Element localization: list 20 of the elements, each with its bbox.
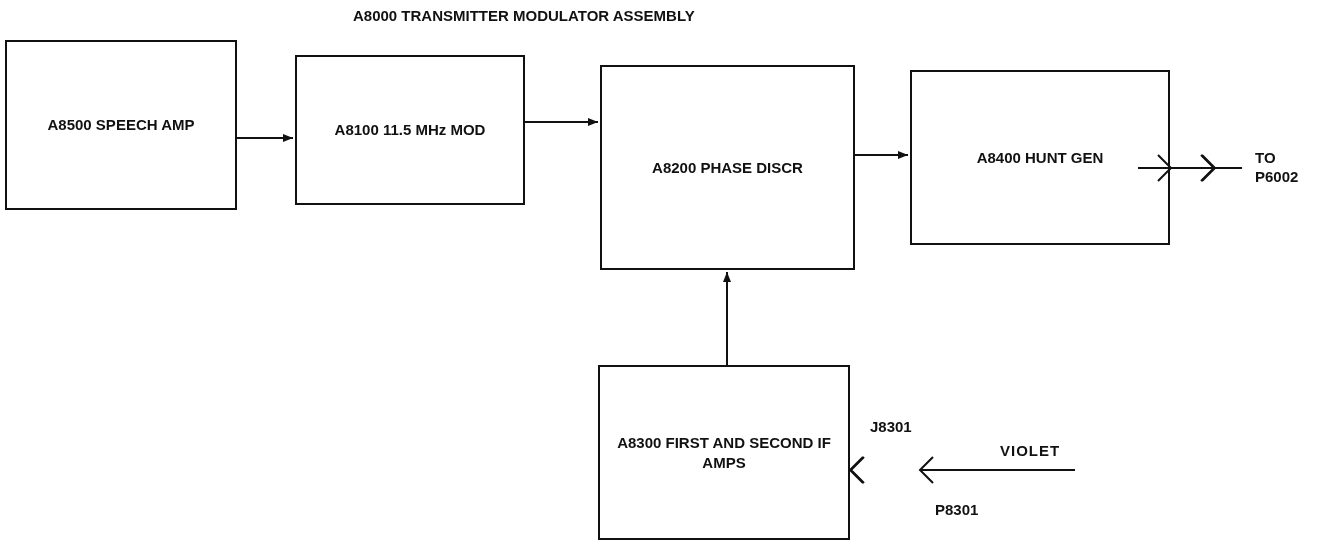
module-label: A8200 PHASE DISCR: [651, 157, 804, 178]
module-label: A8100 11.5 MHz MOD: [333, 120, 487, 140]
module-box: [598, 365, 850, 540]
connector-wire: [1157, 154, 1243, 182]
arrow: [524, 118, 599, 126]
connector-label: J8301: [870, 417, 912, 436]
connector-label: P8301: [935, 500, 979, 519]
arrow: [236, 134, 294, 142]
connector-wire: [849, 456, 1076, 484]
module-label: A8300 FIRST AND SECOND IF AMPS: [616, 432, 832, 473]
arrow: [723, 271, 731, 366]
arrow: [854, 151, 909, 159]
module-label: A8500 SPEECH AMP: [46, 115, 196, 135]
module-box: [5, 40, 237, 210]
module-box: [600, 65, 855, 270]
module-box: [910, 70, 1170, 245]
connector-label: TO P6002: [1242, 148, 1314, 188]
module-label: A8400 HUNT GEN: [975, 147, 1105, 168]
module-box: [295, 55, 525, 205]
diagram-title: A8000 TRANSMITTER MODULATOR ASSEMBLY: [353, 6, 695, 25]
